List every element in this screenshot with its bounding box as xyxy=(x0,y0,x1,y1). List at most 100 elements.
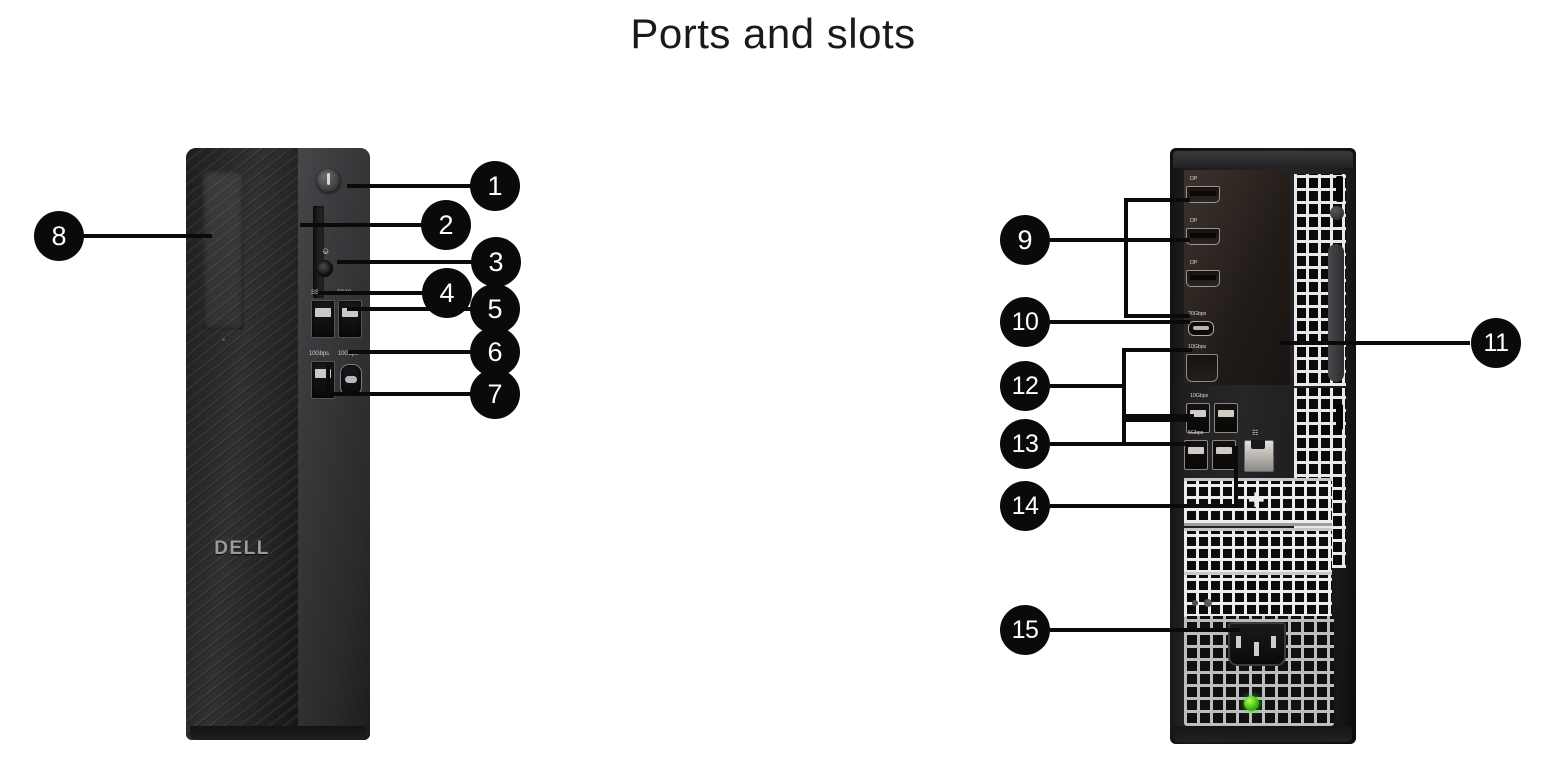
leader-bracket-13-vertical xyxy=(1122,414,1126,444)
dp1-label: DP xyxy=(1190,176,1198,182)
rear-chassis-image: DP DP DP 20Gbps 10Gbps 10Gbps 5Gbps ☷ ✚ xyxy=(1170,148,1356,744)
callout-14-label: 14 xyxy=(1011,491,1039,520)
leader-line-4 xyxy=(318,291,426,295)
callout-1-label: 1 xyxy=(487,170,503,201)
callout-14[interactable]: 14 xyxy=(1000,481,1050,531)
callout-8-label: 8 xyxy=(51,220,67,251)
leader-bracket-9-mid xyxy=(1124,238,1190,242)
callout-6[interactable]: 6 xyxy=(470,327,520,377)
rear-usb-a-port-3[interactable] xyxy=(1184,440,1208,470)
rear-thumbscrew[interactable] xyxy=(1330,206,1344,220)
rear-usb-bottom-label: 5Gbps xyxy=(1188,430,1204,436)
front-usb-a-port-1[interactable] xyxy=(311,300,335,338)
leader-line-10 xyxy=(1050,320,1190,324)
dp2-label: DP xyxy=(1190,218,1198,224)
leader-line-6 xyxy=(348,350,473,354)
callout-8[interactable]: 8 xyxy=(34,211,84,261)
iec-pin-center xyxy=(1254,642,1259,656)
rear-usb-a-port-4[interactable] xyxy=(1212,440,1236,470)
callout-12-label: 12 xyxy=(1011,371,1039,400)
front-usb-a-port-2[interactable] xyxy=(338,300,362,338)
leader-line-14 xyxy=(1050,504,1238,508)
leader-line-14-vertical xyxy=(1234,446,1238,506)
callout-2[interactable]: 2 xyxy=(421,200,471,250)
leader-bracket-9-bottom xyxy=(1124,314,1190,318)
leader-line-9 xyxy=(1050,238,1128,242)
callout-7-label: 7 xyxy=(487,378,503,409)
front-usb-a-port-3[interactable] xyxy=(311,361,335,399)
rear-displayport-2[interactable] xyxy=(1186,228,1220,245)
rear-indicator-dot-2 xyxy=(1204,599,1212,607)
expansion-slot-2[interactable] xyxy=(1184,528,1332,576)
callout-12[interactable]: 12 xyxy=(1000,361,1050,411)
callout-9-label: 9 xyxy=(1017,224,1033,255)
rear-indicator-dot-1 xyxy=(1192,600,1198,606)
iec-pin-left xyxy=(1236,636,1241,648)
callout-3-label: 3 xyxy=(488,246,504,277)
dell-brand-logo: DELL xyxy=(214,538,270,559)
callout-13[interactable]: 13 xyxy=(1000,419,1050,469)
rear-chassis-body: DP DP DP 20Gbps 10Gbps 10Gbps 5Gbps ☷ ✚ xyxy=(1170,148,1356,744)
psu-built-in-self-test-led[interactable] xyxy=(1244,696,1259,711)
callout-10[interactable]: 10 xyxy=(1000,297,1050,347)
callout-7[interactable]: 7 xyxy=(470,369,520,419)
leader-line-8 xyxy=(84,234,212,238)
rear-alt-port-label: 10Gbps xyxy=(1188,344,1207,350)
dp3-label: DP xyxy=(1190,260,1198,266)
padlock-loop-slot xyxy=(1336,404,1343,430)
callout-15[interactable]: 15 xyxy=(1000,605,1050,655)
headset-jack-icon: ⎉ xyxy=(322,246,330,256)
leader-line-11 xyxy=(1280,341,1470,345)
rear-displayport-3[interactable] xyxy=(1186,270,1220,287)
leader-line-2 xyxy=(300,223,424,227)
leader-bracket-9-top xyxy=(1124,198,1190,202)
leader-line-1 xyxy=(347,184,473,188)
rear-usb-c-port[interactable] xyxy=(1188,321,1214,336)
callout-2-label: 2 xyxy=(438,209,454,240)
callout-11-label: 11 xyxy=(1483,328,1509,357)
usb-c-label: 10Gbps xyxy=(338,351,358,357)
callout-3[interactable]: 3 xyxy=(471,237,521,287)
kensington-lock-slot xyxy=(1336,176,1343,202)
callout-6-label: 6 xyxy=(487,336,503,367)
iec-pin-right xyxy=(1271,636,1276,648)
leader-bracket-13-top xyxy=(1122,414,1194,418)
leader-line-3 xyxy=(337,260,473,264)
callout-4[interactable]: 4 xyxy=(422,268,472,318)
callout-4-label: 4 xyxy=(439,277,455,308)
leader-line-7 xyxy=(326,392,473,396)
ethernet-port-icon: ☷ xyxy=(1252,430,1259,437)
rear-optional-video-port[interactable] xyxy=(1186,354,1218,382)
expansion-slot-3[interactable] xyxy=(1184,572,1332,620)
front-bezel-dot xyxy=(222,338,225,341)
slot-cross-icon-1: ✚ xyxy=(1248,490,1265,512)
callout-5[interactable]: 5 xyxy=(470,284,520,334)
callout-13-label: 13 xyxy=(1011,429,1039,458)
rear-top-edge xyxy=(1173,151,1353,168)
rear-chassis-foot xyxy=(1174,726,1352,742)
power-button-icon[interactable] xyxy=(316,168,341,193)
rear-ethernet-port[interactable] xyxy=(1244,440,1274,472)
page-title: Ports and slots xyxy=(630,10,916,57)
headset-port[interactable] xyxy=(316,260,333,277)
leader-line-13 xyxy=(1050,442,1190,446)
rear-displayport-1[interactable] xyxy=(1186,186,1220,203)
front-bezel-hatch xyxy=(186,148,298,740)
callout-15-label: 15 xyxy=(1011,615,1039,644)
sd-card-slot[interactable] xyxy=(313,206,324,298)
rear-usb-a-port-2[interactable] xyxy=(1214,403,1238,433)
leader-bracket-9-vertical xyxy=(1124,198,1128,318)
leader-line-12 xyxy=(1050,384,1126,388)
callout-10-label: 10 xyxy=(1011,307,1039,336)
callout-5-label: 5 xyxy=(487,293,503,324)
expansion-slot-1[interactable]: ✚ xyxy=(1184,478,1332,526)
leader-line-7-vertical xyxy=(326,365,330,392)
callout-9[interactable]: 9 xyxy=(1000,215,1050,265)
leader-bracket-12-vertical xyxy=(1122,348,1126,420)
callout-1[interactable]: 1 xyxy=(470,161,520,211)
callout-11[interactable]: 11 xyxy=(1471,318,1521,368)
leader-line-5 xyxy=(347,307,473,311)
